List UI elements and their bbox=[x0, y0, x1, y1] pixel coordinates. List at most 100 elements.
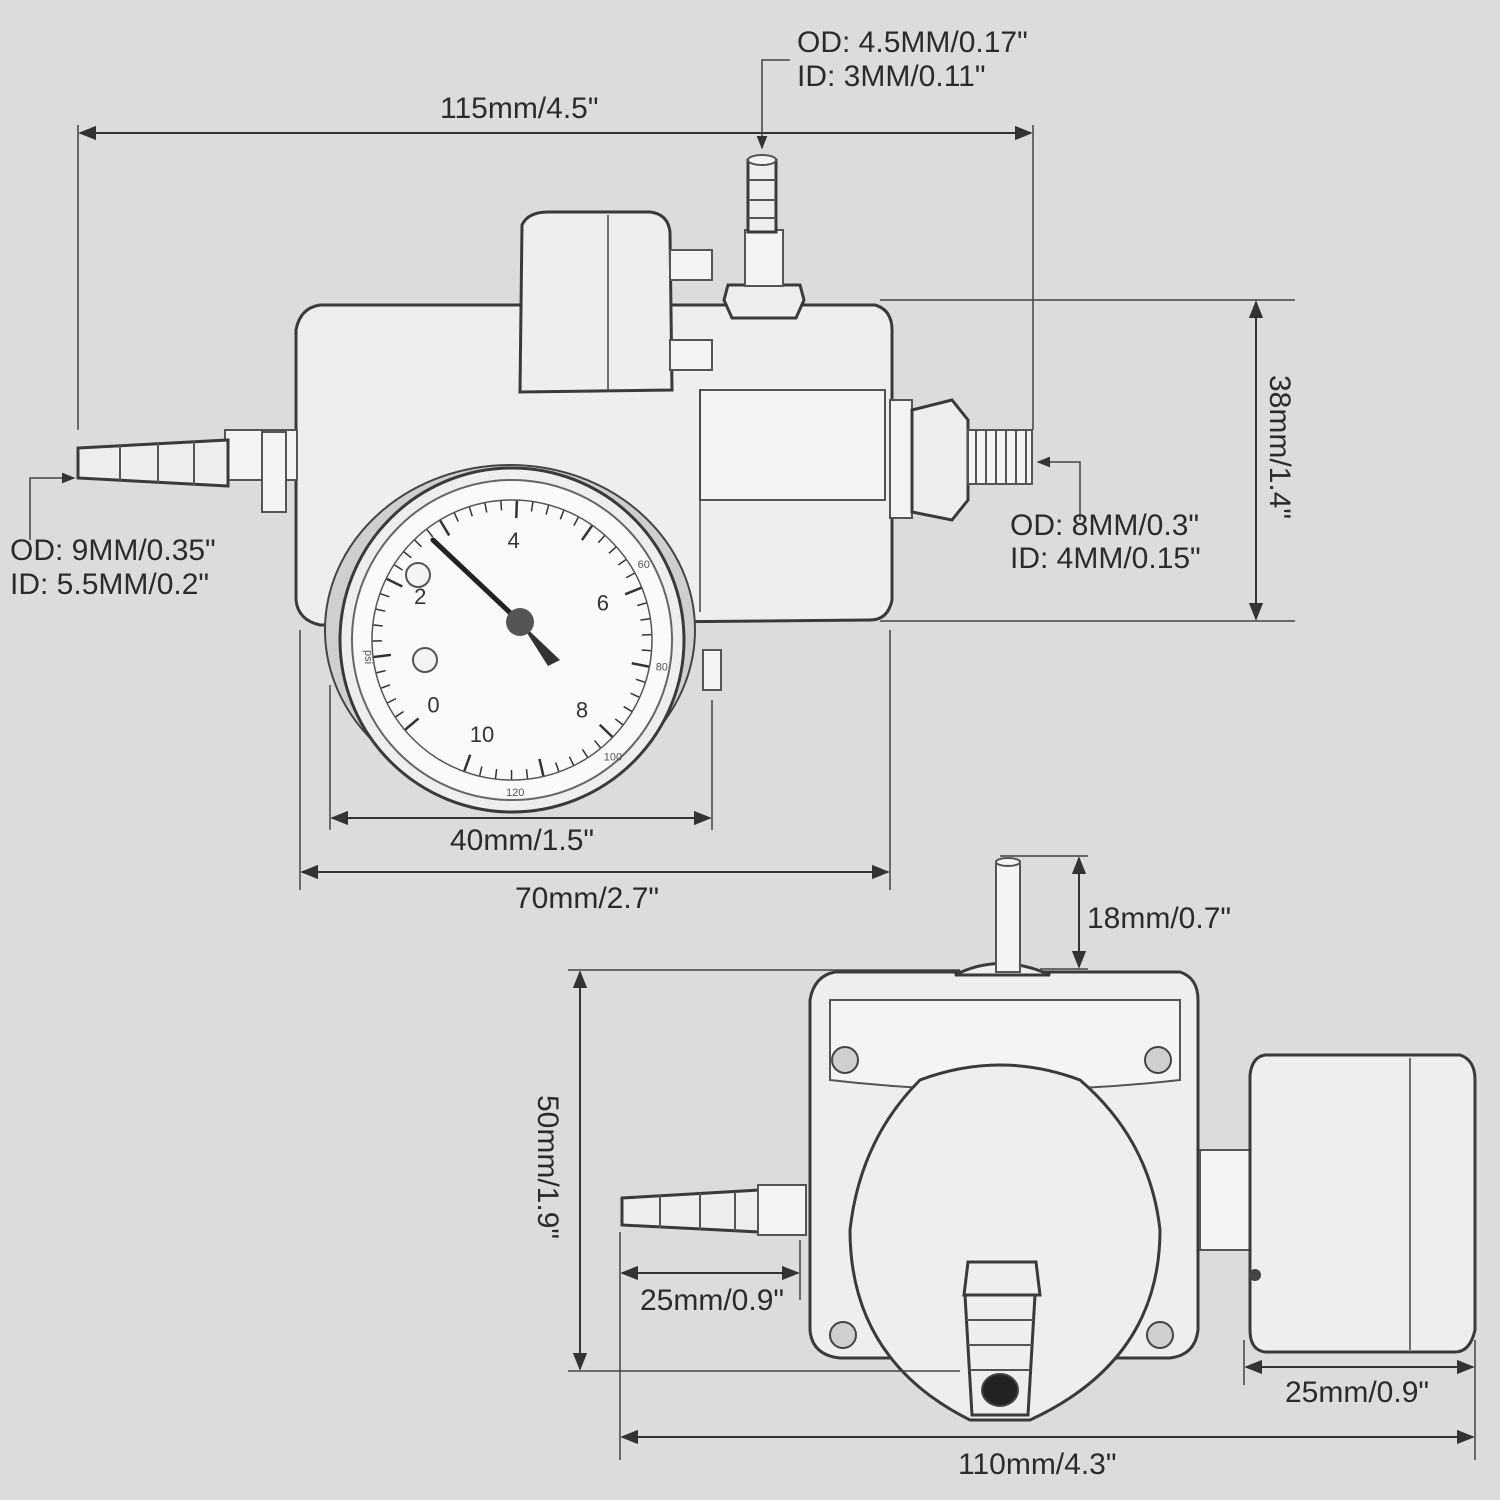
gauge-number: 6 bbox=[597, 591, 609, 616]
label-front-width: 110mm/4.3" bbox=[958, 1448, 1117, 1481]
gauge-tick bbox=[380, 684, 391, 690]
gauge-number: 0 bbox=[427, 692, 439, 717]
front-gauge-side bbox=[1199, 1053, 1477, 1354]
gauge-face-screw-upper bbox=[405, 562, 431, 588]
gauge-tick bbox=[500, 500, 503, 511]
gauge-needle-hub bbox=[506, 608, 534, 636]
label-body-width: 70mm/2.7" bbox=[515, 882, 659, 915]
gauge-unit-label: psi bbox=[362, 650, 374, 664]
gauge-tick bbox=[538, 758, 545, 777]
gauge-outer-number: 100 bbox=[604, 751, 622, 763]
gauge-tick bbox=[438, 519, 451, 537]
gauge-tick bbox=[614, 718, 624, 726]
label-top-barb-id: ID: 3MM/0.11" bbox=[797, 60, 985, 93]
gauge-tick bbox=[635, 678, 646, 684]
gauge-tick bbox=[637, 602, 648, 607]
gauge-number: 2 bbox=[414, 584, 426, 609]
gauge-number: 8 bbox=[576, 697, 588, 722]
gauge-face-screw-lower bbox=[412, 647, 438, 673]
gauge-tick bbox=[617, 558, 627, 566]
gauge-tick bbox=[568, 756, 575, 766]
body-rear-section bbox=[699, 389, 886, 501]
top-barb-fitting bbox=[722, 154, 806, 320]
gauge-tick bbox=[468, 506, 473, 517]
gauge-outer-number: 60 bbox=[638, 559, 650, 571]
gauge-tick bbox=[453, 512, 459, 522]
gauge-tick bbox=[413, 539, 422, 548]
label-inlet-length: 25mm/0.9" bbox=[640, 1284, 784, 1317]
gauge-tick bbox=[385, 577, 403, 588]
leader-top-barb bbox=[756, 59, 790, 150]
gauge-tick bbox=[641, 649, 652, 652]
gauge-labels: 0 2 4 6 8 10 60 80 100 120 bbox=[414, 528, 668, 799]
label-left-inlet-id: ID: 5.5MM/0.2" bbox=[10, 568, 209, 601]
gauge-tick bbox=[625, 572, 636, 579]
gauge-tick bbox=[484, 502, 488, 513]
clamp-screw-upper bbox=[669, 249, 713, 281]
pressure-gauge: 0 2 4 6 8 10 60 80 100 120 psi bbox=[324, 464, 696, 814]
label-right-outlet-od: OD: 8MM/0.3" bbox=[1010, 509, 1199, 542]
gauge-tick bbox=[403, 550, 412, 559]
gauge-tick bbox=[624, 586, 643, 596]
gauge-tick bbox=[631, 662, 650, 668]
leader-left-inlet bbox=[29, 472, 76, 540]
clamp-screw-lower bbox=[669, 339, 713, 371]
gauge-tick bbox=[623, 705, 633, 713]
label-left-inlet-od: OD: 9MM/0.35" bbox=[10, 534, 216, 567]
gauge-tick bbox=[425, 528, 434, 538]
gauge-tick bbox=[573, 516, 580, 527]
label-body-height: 38mm/1.4" bbox=[1263, 375, 1296, 519]
gauge-tick bbox=[640, 617, 651, 621]
gauge-tick bbox=[375, 669, 386, 674]
gauge-tick bbox=[515, 500, 519, 519]
gauge-needle bbox=[430, 537, 523, 625]
gauge-tick bbox=[559, 509, 565, 520]
gauge-number: 10 bbox=[470, 722, 494, 747]
front-screw-bottom-right bbox=[1146, 1321, 1174, 1349]
gauge-tick bbox=[394, 710, 404, 718]
gauge-tick bbox=[462, 754, 472, 772]
gauge-tick bbox=[581, 748, 589, 759]
gauge-tick bbox=[598, 723, 614, 739]
gauge-tick bbox=[379, 592, 390, 598]
label-front-height: 50mm/1.9" bbox=[531, 1095, 564, 1239]
gauge-tick bbox=[597, 534, 606, 544]
gauge-scale-ring bbox=[371, 499, 653, 781]
left-inlet-barb bbox=[76, 429, 298, 513]
gauge-tick bbox=[375, 608, 386, 612]
label-barb-height: 18mm/0.7" bbox=[1087, 902, 1231, 935]
label-right-outlet-id: ID: 4MM/0.15" bbox=[1010, 542, 1201, 575]
gauge-number: 4 bbox=[507, 528, 519, 553]
gauge-face bbox=[351, 479, 673, 801]
front-inlet-barb bbox=[620, 1184, 807, 1236]
right-outlet-fitting bbox=[889, 398, 1033, 522]
front-screw-bottom-left bbox=[829, 1321, 857, 1349]
gauge-tick bbox=[386, 697, 397, 704]
gauge-tick bbox=[608, 546, 617, 554]
gauge-tick bbox=[525, 769, 529, 780]
gauge-tick bbox=[494, 768, 498, 780]
gauge-tick bbox=[393, 563, 403, 571]
leader-right-outlet bbox=[1036, 456, 1081, 520]
diaphragm-cap bbox=[848, 1063, 1162, 1422]
label-gauge-diameter: 40mm/1.5" bbox=[450, 824, 594, 857]
gauge-tick bbox=[403, 717, 420, 731]
front-screw-top-left bbox=[831, 1046, 859, 1074]
gauge-tick bbox=[554, 762, 560, 773]
gauge-outer-number: 80 bbox=[656, 661, 668, 673]
gauge-tick bbox=[478, 766, 483, 777]
gauge-needle-tail bbox=[520, 622, 560, 666]
label-overall-length: 115mm/4.5" bbox=[440, 92, 599, 125]
front-outlet-nozzle bbox=[962, 1260, 1042, 1417]
gauge-tick bbox=[630, 692, 641, 699]
clamp-block bbox=[518, 210, 674, 394]
gauge-ticks bbox=[371, 499, 653, 781]
gauge-outer-number: 120 bbox=[506, 787, 524, 799]
gauge-tick bbox=[372, 653, 392, 659]
gauge-tick bbox=[372, 624, 383, 627]
label-gauge-depth: 25mm/0.9" bbox=[1285, 1376, 1429, 1409]
front-screw-top-right bbox=[1144, 1046, 1172, 1074]
